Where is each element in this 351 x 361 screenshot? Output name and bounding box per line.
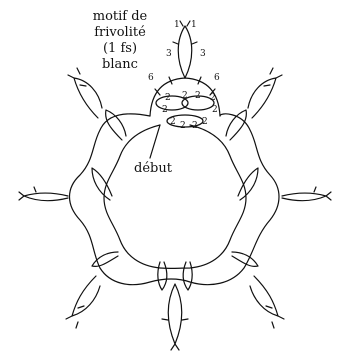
picot-upper-left [67,67,103,119]
title-line-1: motif de [93,9,148,24]
picot-upper-right [247,67,283,119]
title-label: motif de frivolité (1 fs) blanc [93,9,148,72]
count-side-6a: 6 [148,73,154,83]
start-pointer [149,124,161,159]
lace-body [68,113,280,286]
picot-left [18,186,69,202]
count-inner-1: 2 [182,91,188,101]
central-motif: 1 1 3 3 6 6 2 2 2 2 2 2 2 2 2 2 [148,20,221,131]
picot-bottom [161,283,189,351]
count-top-3b: 3 [200,49,206,59]
count-inner-2: 2 [195,91,201,101]
title-line-3: (1 fs) [103,41,137,56]
picot-right [281,186,332,202]
count-inner-6: 2 [170,117,176,127]
start-label: début [134,161,173,176]
count-top-1b: 1 [191,20,197,30]
picot-lower-left [65,275,101,329]
count-inner-7: 2 [180,121,186,131]
count-inner-9: 2 [202,117,208,127]
count-top-1a: 1 [174,20,180,30]
count-inner-5: 2 [212,105,218,115]
count-side-6b: 6 [214,73,220,83]
title-line-2: frivolité [94,25,146,40]
picot-lower-right [249,275,285,329]
count-top-3a: 3 [166,49,172,59]
count-inner-0: 2 [165,93,171,103]
count-inner-4: 2 [162,105,168,115]
count-inner-3: 2 [210,93,216,103]
inner-leaves [91,109,259,291]
title-line-4: blanc [102,57,138,72]
outer-picots [18,67,332,351]
